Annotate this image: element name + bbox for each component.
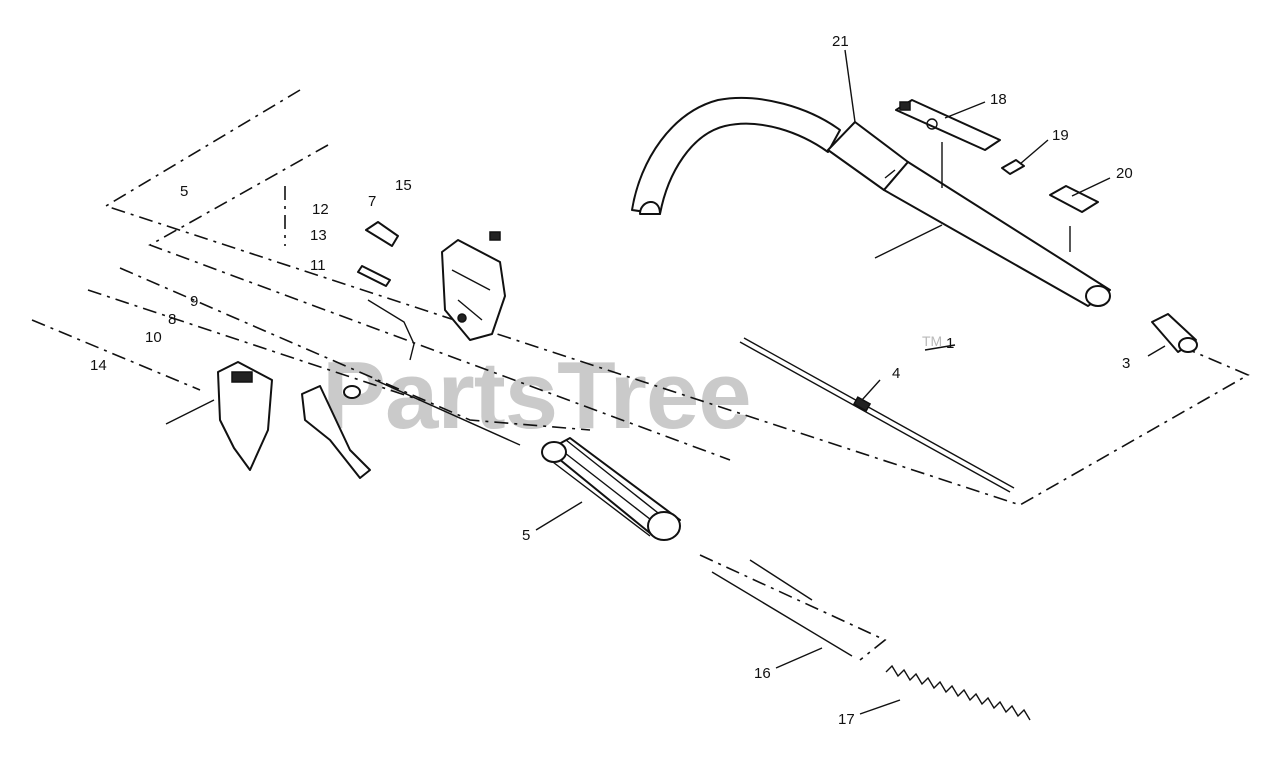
callout-leader-lines [535, 49, 1166, 715]
callout-5-grip: 5 [522, 527, 530, 544]
part-18-decal [895, 99, 1001, 151]
watermark-brand: PartsTree [322, 342, 751, 449]
part-7-throttle-housing [441, 239, 506, 341]
part-20-decal [1049, 185, 1099, 213]
callout-1: 1 [946, 335, 954, 352]
callout-16: 16 [754, 665, 771, 682]
callout-8: 8 [168, 311, 176, 328]
throttle-cable-rod [374, 379, 521, 446]
callout-12: 12 [312, 201, 329, 218]
callout-9: 9 [190, 293, 198, 310]
assembly-boundary-lines [31, 89, 1250, 661]
part-8-throttle-trigger [301, 385, 371, 479]
callout-20: 20 [1116, 165, 1133, 182]
callout-5-top: 5 [180, 183, 188, 200]
callout-21: 21 [832, 33, 849, 50]
watermark-trademark: TM [922, 333, 942, 349]
part-3-end-cap [1151, 313, 1198, 353]
part-5-foam-grip [541, 437, 681, 541]
part-14-screw [165, 399, 215, 425]
part-9-washer [343, 385, 361, 399]
callout-13: 13 [310, 227, 327, 244]
callout-18: 18 [990, 91, 1007, 108]
part-15-screw [489, 231, 501, 241]
callout-4: 4 [892, 365, 900, 382]
callout-19: 19 [1052, 127, 1069, 144]
callout-15: 15 [395, 177, 412, 194]
callout-10: 10 [145, 329, 162, 346]
callout-11: 11 [310, 257, 326, 274]
part-19-decal [1001, 159, 1025, 175]
part-10-handle-housing [217, 361, 273, 471]
part-4-drive-cable [739, 337, 1015, 493]
callout-17: 17 [838, 711, 855, 728]
callout-7: 7 [368, 193, 376, 210]
part-12-switch [365, 221, 399, 247]
callout-14: 14 [90, 357, 107, 374]
part-21-curved-shaft [631, 96, 1111, 307]
part-16-inner-cable [711, 559, 853, 657]
part-17-spring [885, 664, 1031, 721]
callout-3: 3 [1122, 355, 1130, 372]
part-11-wire [367, 299, 415, 361]
part-13-clip [357, 265, 391, 287]
